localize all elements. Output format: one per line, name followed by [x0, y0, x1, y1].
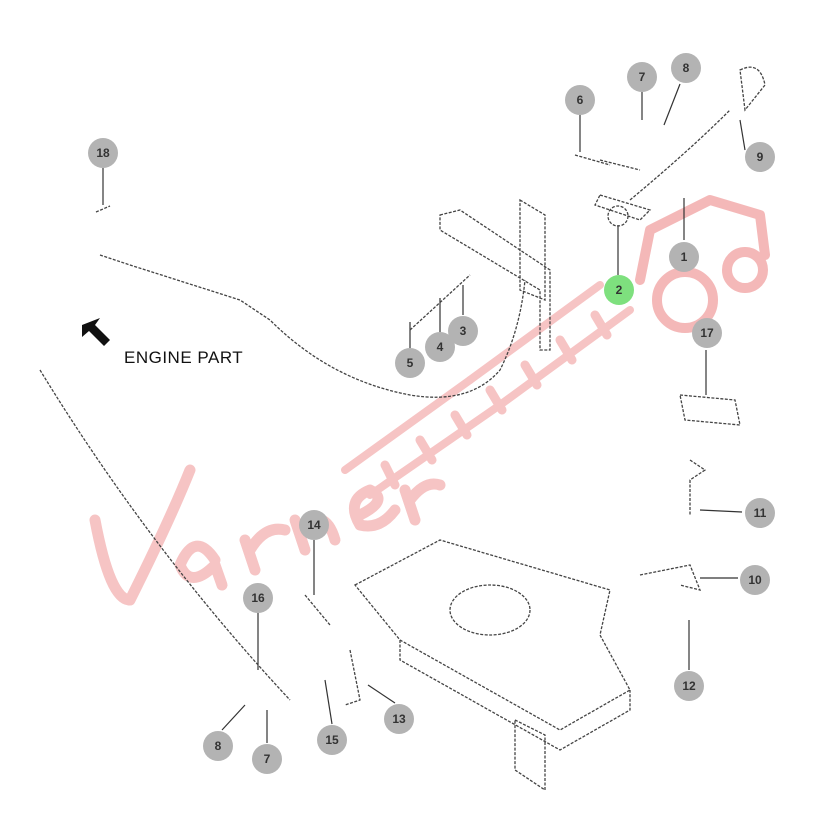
callout-part-11[interactable]: 11 — [745, 498, 775, 528]
callout-part-4[interactable]: 4 — [425, 332, 455, 362]
callout-part-8[interactable]: 8 — [203, 731, 233, 761]
callout-part-15[interactable]: 15 — [317, 725, 347, 755]
callout-part-16[interactable]: 16 — [243, 583, 273, 613]
callout-part-13[interactable]: 13 — [384, 704, 414, 734]
callout-part-2[interactable]: 2 — [604, 275, 634, 305]
callout-part-9[interactable]: 9 — [745, 142, 775, 172]
callout-part-5[interactable]: 5 — [395, 348, 425, 378]
callout-part-12[interactable]: 12 — [674, 671, 704, 701]
engine-direction-arrow-icon — [82, 318, 110, 346]
callout-part-14[interactable]: 14 — [299, 510, 329, 540]
leader-lines — [102, 83, 746, 743]
watermark-logo — [89, 195, 770, 606]
callout-part-8[interactable]: 8 — [671, 53, 701, 83]
engine-part-label: ENGINE PART — [124, 348, 244, 367]
callout-part-7[interactable]: 7 — [627, 62, 657, 92]
callout-part-17[interactable]: 17 — [692, 318, 722, 348]
callout-part-1[interactable]: 1 — [669, 242, 699, 272]
callout-part-7[interactable]: 7 — [252, 744, 282, 774]
callout-part-6[interactable]: 6 — [565, 85, 595, 115]
callout-part-18[interactable]: 18 — [88, 138, 118, 168]
parts-line-art — [39, 66, 766, 792]
callout-part-10[interactable]: 10 — [740, 565, 770, 595]
